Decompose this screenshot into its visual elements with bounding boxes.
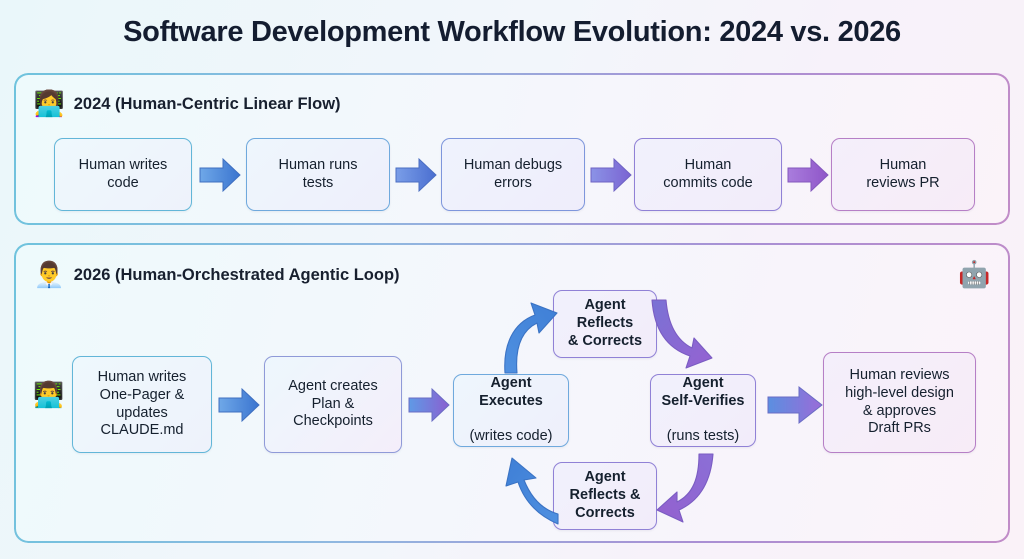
node-human-writes-one-pager[interactable]: Human writes One-Pager & updates CLAUDE.… xyxy=(72,356,212,453)
arrow-right-icon xyxy=(786,157,830,193)
curved-arrow-down-left-icon xyxy=(655,452,727,532)
node-human-commits-code[interactable]: Human commits code xyxy=(634,138,782,211)
node-agent-self-verifies-sub: (runs tests) xyxy=(666,428,740,445)
panel-2026-header: 👨‍💼 2026 (Human-Orchestrated Agentic Loo… xyxy=(33,260,400,289)
page-title: Software Development Workflow Evolution:… xyxy=(123,16,901,48)
panel-2024-heading: 2024 (Human-Centric Linear Flow) xyxy=(73,94,341,113)
person-with-gear-icon: 👨‍💼 xyxy=(33,260,65,289)
arrow-right-icon xyxy=(766,385,824,425)
arrow-right-icon xyxy=(589,157,633,193)
node-human-writes-code[interactable]: Human writes code xyxy=(54,138,192,211)
node-agent-reflects-bottom[interactable]: Agent Reflects & Corrects xyxy=(553,462,657,530)
arrow-right-icon xyxy=(217,387,261,423)
node-agent-creates-plan[interactable]: Agent creates Plan & Checkpoints xyxy=(264,356,402,453)
node-human-reviews-pr[interactable]: Human reviews PR xyxy=(831,138,975,211)
arrow-right-icon xyxy=(394,157,438,193)
node-human-reviews-design[interactable]: Human reviews high-level design & approv… xyxy=(823,352,976,453)
robot-icon: 🤖 xyxy=(958,258,991,289)
node-agent-executes[interactable]: Agent Executes (writes code) xyxy=(453,374,569,447)
node-agent-executes-sub: (writes code) xyxy=(469,428,553,445)
node-agent-self-verifies[interactable]: Agent Self-Verifies (runs tests) xyxy=(650,374,756,447)
curved-arrow-down-right-icon xyxy=(648,298,720,378)
node-agent-reflects-top[interactable]: Agent Reflects & Corrects xyxy=(553,290,657,358)
node-agent-executes-title: Agent Executes xyxy=(479,375,543,409)
panel-2024-header: 👩‍💻 2024 (Human-Centric Linear Flow) xyxy=(33,89,341,118)
arrow-right-icon xyxy=(407,387,451,423)
node-human-runs-tests[interactable]: Human runs tests xyxy=(246,138,390,211)
curved-arrow-up-left-icon xyxy=(492,452,564,532)
person-with-laptop-icon: 👨‍💻 xyxy=(33,381,65,409)
node-human-debugs-errors[interactable]: Human debugs errors xyxy=(441,138,585,211)
person-with-laptop-icon: 👩‍💻 xyxy=(33,89,65,118)
node-agent-self-verifies-title: Agent Self-Verifies xyxy=(661,375,745,409)
panel-2026-heading: 2026 (Human-Orchestrated Agentic Loop) xyxy=(73,265,400,284)
arrow-right-icon xyxy=(198,157,242,193)
curved-arrow-up-right-icon xyxy=(497,297,567,377)
